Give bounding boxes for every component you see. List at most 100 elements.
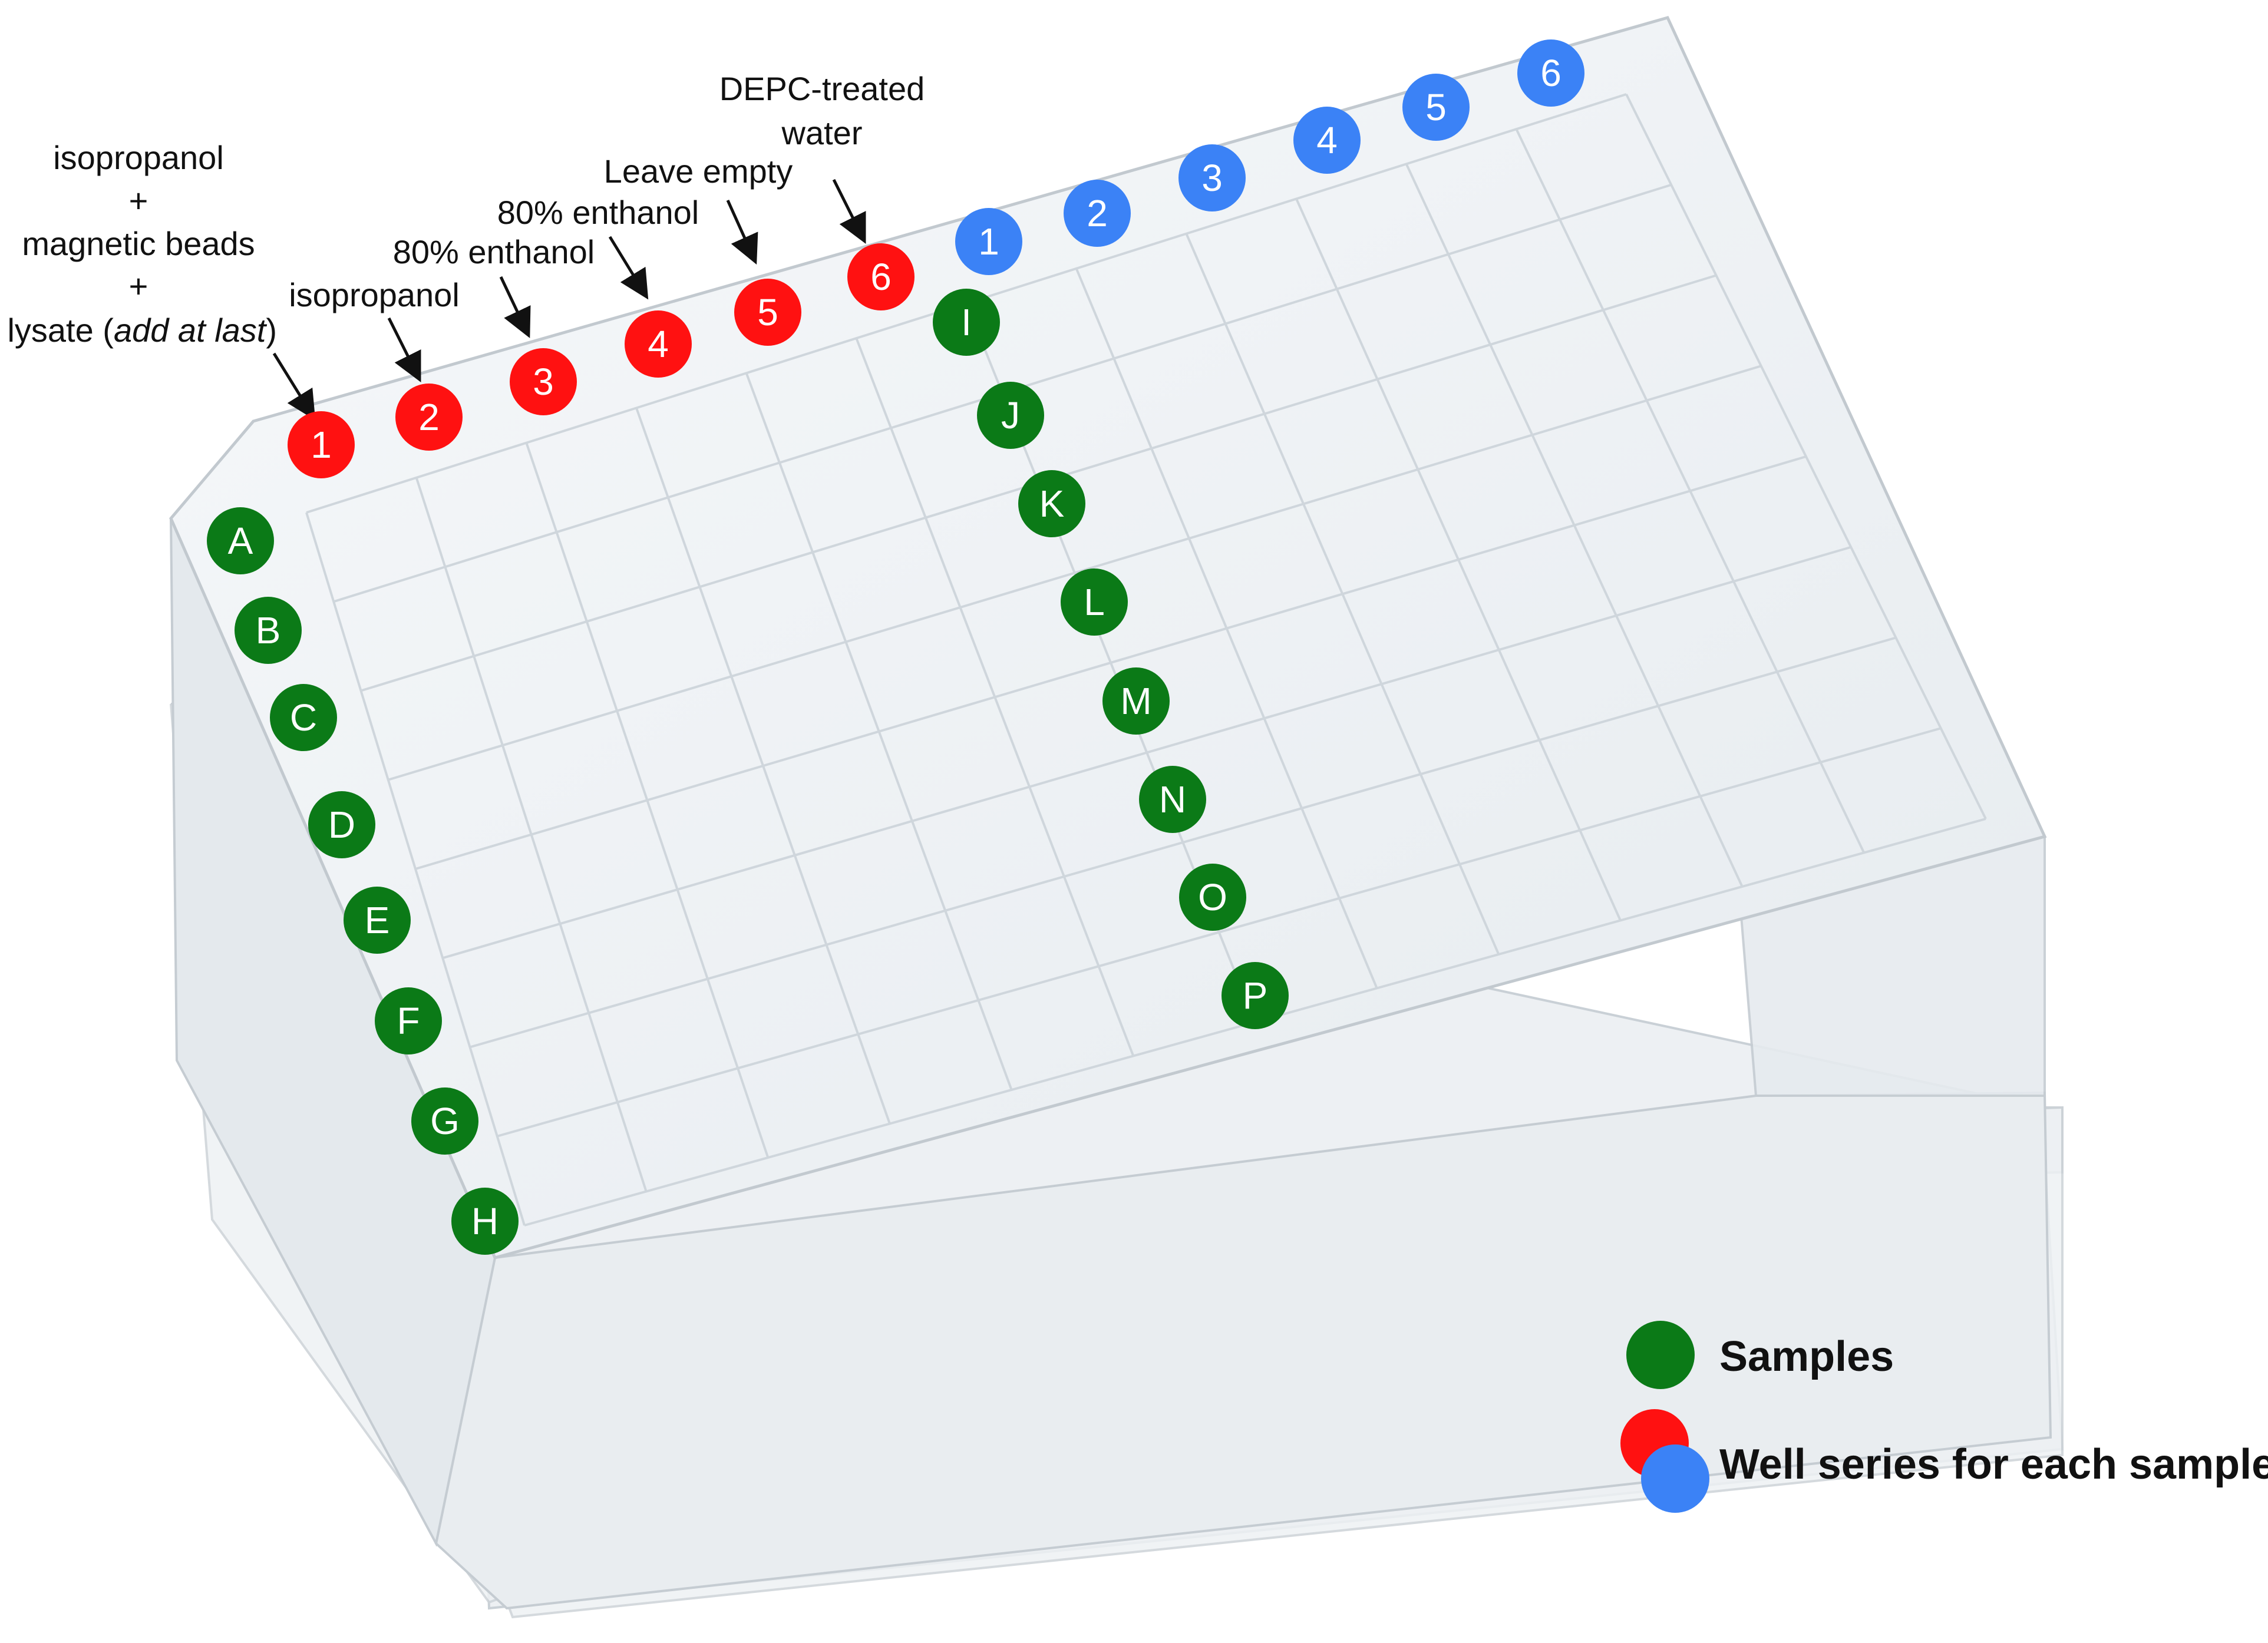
- note-1-line-3: magnetic beads: [22, 225, 255, 262]
- sample-badge-n: N: [1139, 766, 1206, 833]
- legend-series-swatch-blue: [1641, 1444, 1709, 1513]
- sample-badge-b: B: [235, 597, 302, 664]
- sample-badge-label: O: [1198, 876, 1227, 918]
- note-6-line-1: DEPC-treated: [719, 70, 925, 107]
- series-blue-badge-label: 4: [1316, 119, 1338, 161]
- series-blue-badge-label: 3: [1201, 157, 1223, 199]
- series-red-badge-label: 6: [870, 256, 892, 298]
- sample-badge-label: D: [328, 804, 355, 846]
- series-blue-badge-circle: [1293, 107, 1361, 174]
- samples-left-badges: AB C D E F GH: [207, 507, 519, 1255]
- sample-badge-circle: [1102, 667, 1170, 735]
- sample-badge-circle: [1018, 470, 1085, 537]
- note-1: isopropanol + magnetic beads + lysate (a…: [7, 139, 316, 421]
- series-red-badge-circle: [734, 279, 801, 346]
- sample-badge-circle: [933, 289, 1000, 356]
- legend: Samples Well series for each sample: [1620, 1321, 2268, 1513]
- series-red-badge-3: 3: [510, 348, 577, 415]
- sample-badge-label: B: [256, 609, 281, 652]
- sample-badge-circle: [1061, 568, 1128, 636]
- sample-badge-i: I: [933, 289, 1000, 356]
- series-blue-badge-4: 4: [1293, 107, 1361, 174]
- sample-badge-f: F: [375, 987, 442, 1054]
- note-3-arrow: [499, 276, 531, 339]
- sample-badge-p: P: [1222, 962, 1289, 1029]
- sample-badge-label: F: [397, 1000, 420, 1042]
- note-5: Leave empty: [604, 153, 793, 265]
- sample-badge-circle: [308, 791, 375, 858]
- note-4-text: 80% enthanol: [497, 194, 699, 231]
- sample-badge-e: E: [344, 887, 411, 954]
- sample-badge-label: M: [1120, 680, 1151, 722]
- note-4-arrow: [608, 236, 649, 300]
- note-1-line-5-post: ): [266, 312, 277, 349]
- sample-badge-circle: [207, 507, 274, 574]
- note-5-arrow: [726, 199, 758, 265]
- sample-badge-circle: [375, 987, 442, 1054]
- series-red-badge-5: 5: [734, 279, 801, 346]
- series-blue-badge-label: 5: [1425, 86, 1447, 128]
- series-red-badge-label: 1: [311, 424, 332, 466]
- note-3: 80% enthanol: [393, 233, 595, 339]
- sample-badge-d: D: [308, 791, 375, 858]
- note-6-arrow: [832, 178, 866, 244]
- note-1-arrow: [272, 352, 316, 421]
- series-blue-badge-6: 6: [1517, 39, 1584, 107]
- sample-badge-c: C: [270, 684, 337, 751]
- sample-badge-circle: [1139, 766, 1206, 833]
- sample-badge-label: C: [290, 696, 317, 739]
- sample-badge-a: A: [207, 507, 274, 574]
- series-red-badge-circle: [510, 348, 577, 415]
- note-1-line-2: +: [129, 182, 148, 219]
- sample-badge-circle: [1222, 962, 1289, 1029]
- sample-badge-k: K: [1018, 470, 1085, 537]
- note-1-line-5-pre: lysate (: [7, 312, 114, 349]
- series-blue-badge-circle: [1178, 144, 1246, 211]
- sample-badge-circle: [451, 1188, 519, 1255]
- series-blue-badge-1: 1: [955, 208, 1022, 275]
- legend-series-label: Well series for each sample: [1719, 1441, 2268, 1488]
- sample-badge-h: H: [451, 1188, 519, 1255]
- sample-badge-circle: [977, 382, 1044, 449]
- series-red-badge-2: 2: [395, 384, 463, 451]
- legend-samples-label: Samples: [1719, 1333, 1894, 1380]
- series-red-badge-1: 1: [288, 411, 355, 478]
- sample-badge-label: N: [1159, 778, 1186, 821]
- note-4: 80% enthanol: [497, 194, 699, 300]
- sample-badge-label: E: [365, 899, 390, 941]
- sample-badge-circle: [344, 887, 411, 954]
- series-red-badge-circle: [288, 411, 355, 478]
- series-red-badge-6: 6: [847, 243, 915, 310]
- series-blue-badge-label: 2: [1087, 192, 1108, 234]
- series-red-badges: 1 2 3 4 5 6: [288, 243, 915, 478]
- note-1-line-5-italic: add at last: [114, 312, 268, 349]
- series-blue-badge-circle: [955, 208, 1022, 275]
- series-red-badge-label: 4: [648, 323, 669, 365]
- note-1-line-4: +: [129, 267, 148, 305]
- series-blue-badge-label: 6: [1540, 52, 1561, 94]
- sample-badge-label: K: [1039, 482, 1065, 525]
- series-blue-badges: 1 2 3 4 5 6: [955, 39, 1584, 275]
- series-blue-badge-circle: [1402, 74, 1470, 141]
- series-red-badge-circle: [625, 310, 692, 378]
- sample-badge-l: L: [1061, 568, 1128, 636]
- sample-badge-label: P: [1243, 974, 1268, 1017]
- sample-badge-label: J: [1001, 394, 1020, 437]
- series-blue-badge-label: 1: [978, 220, 999, 263]
- series-red-badge-label: 5: [757, 291, 778, 333]
- legend-sample-swatch: [1626, 1321, 1695, 1389]
- series-red-badge-label: 2: [418, 396, 440, 438]
- note-2-arrow: [387, 317, 421, 382]
- sample-badge-j: J: [977, 382, 1044, 449]
- sample-badge-circle: [235, 597, 302, 664]
- series-blue-badge-5: 5: [1402, 74, 1470, 141]
- series-blue-badge-2: 2: [1064, 180, 1131, 247]
- sample-badge-circle: [411, 1087, 478, 1155]
- note-2: isopropanol: [289, 276, 460, 382]
- note-3-text: 80% enthanol: [393, 233, 595, 270]
- sample-badge-m: M: [1102, 667, 1170, 735]
- note-1-line-1: isopropanol: [53, 139, 224, 176]
- series-red-badge-4: 4: [625, 310, 692, 378]
- sample-badge-g: G: [411, 1087, 478, 1155]
- sample-badge-o: O: [1179, 864, 1246, 931]
